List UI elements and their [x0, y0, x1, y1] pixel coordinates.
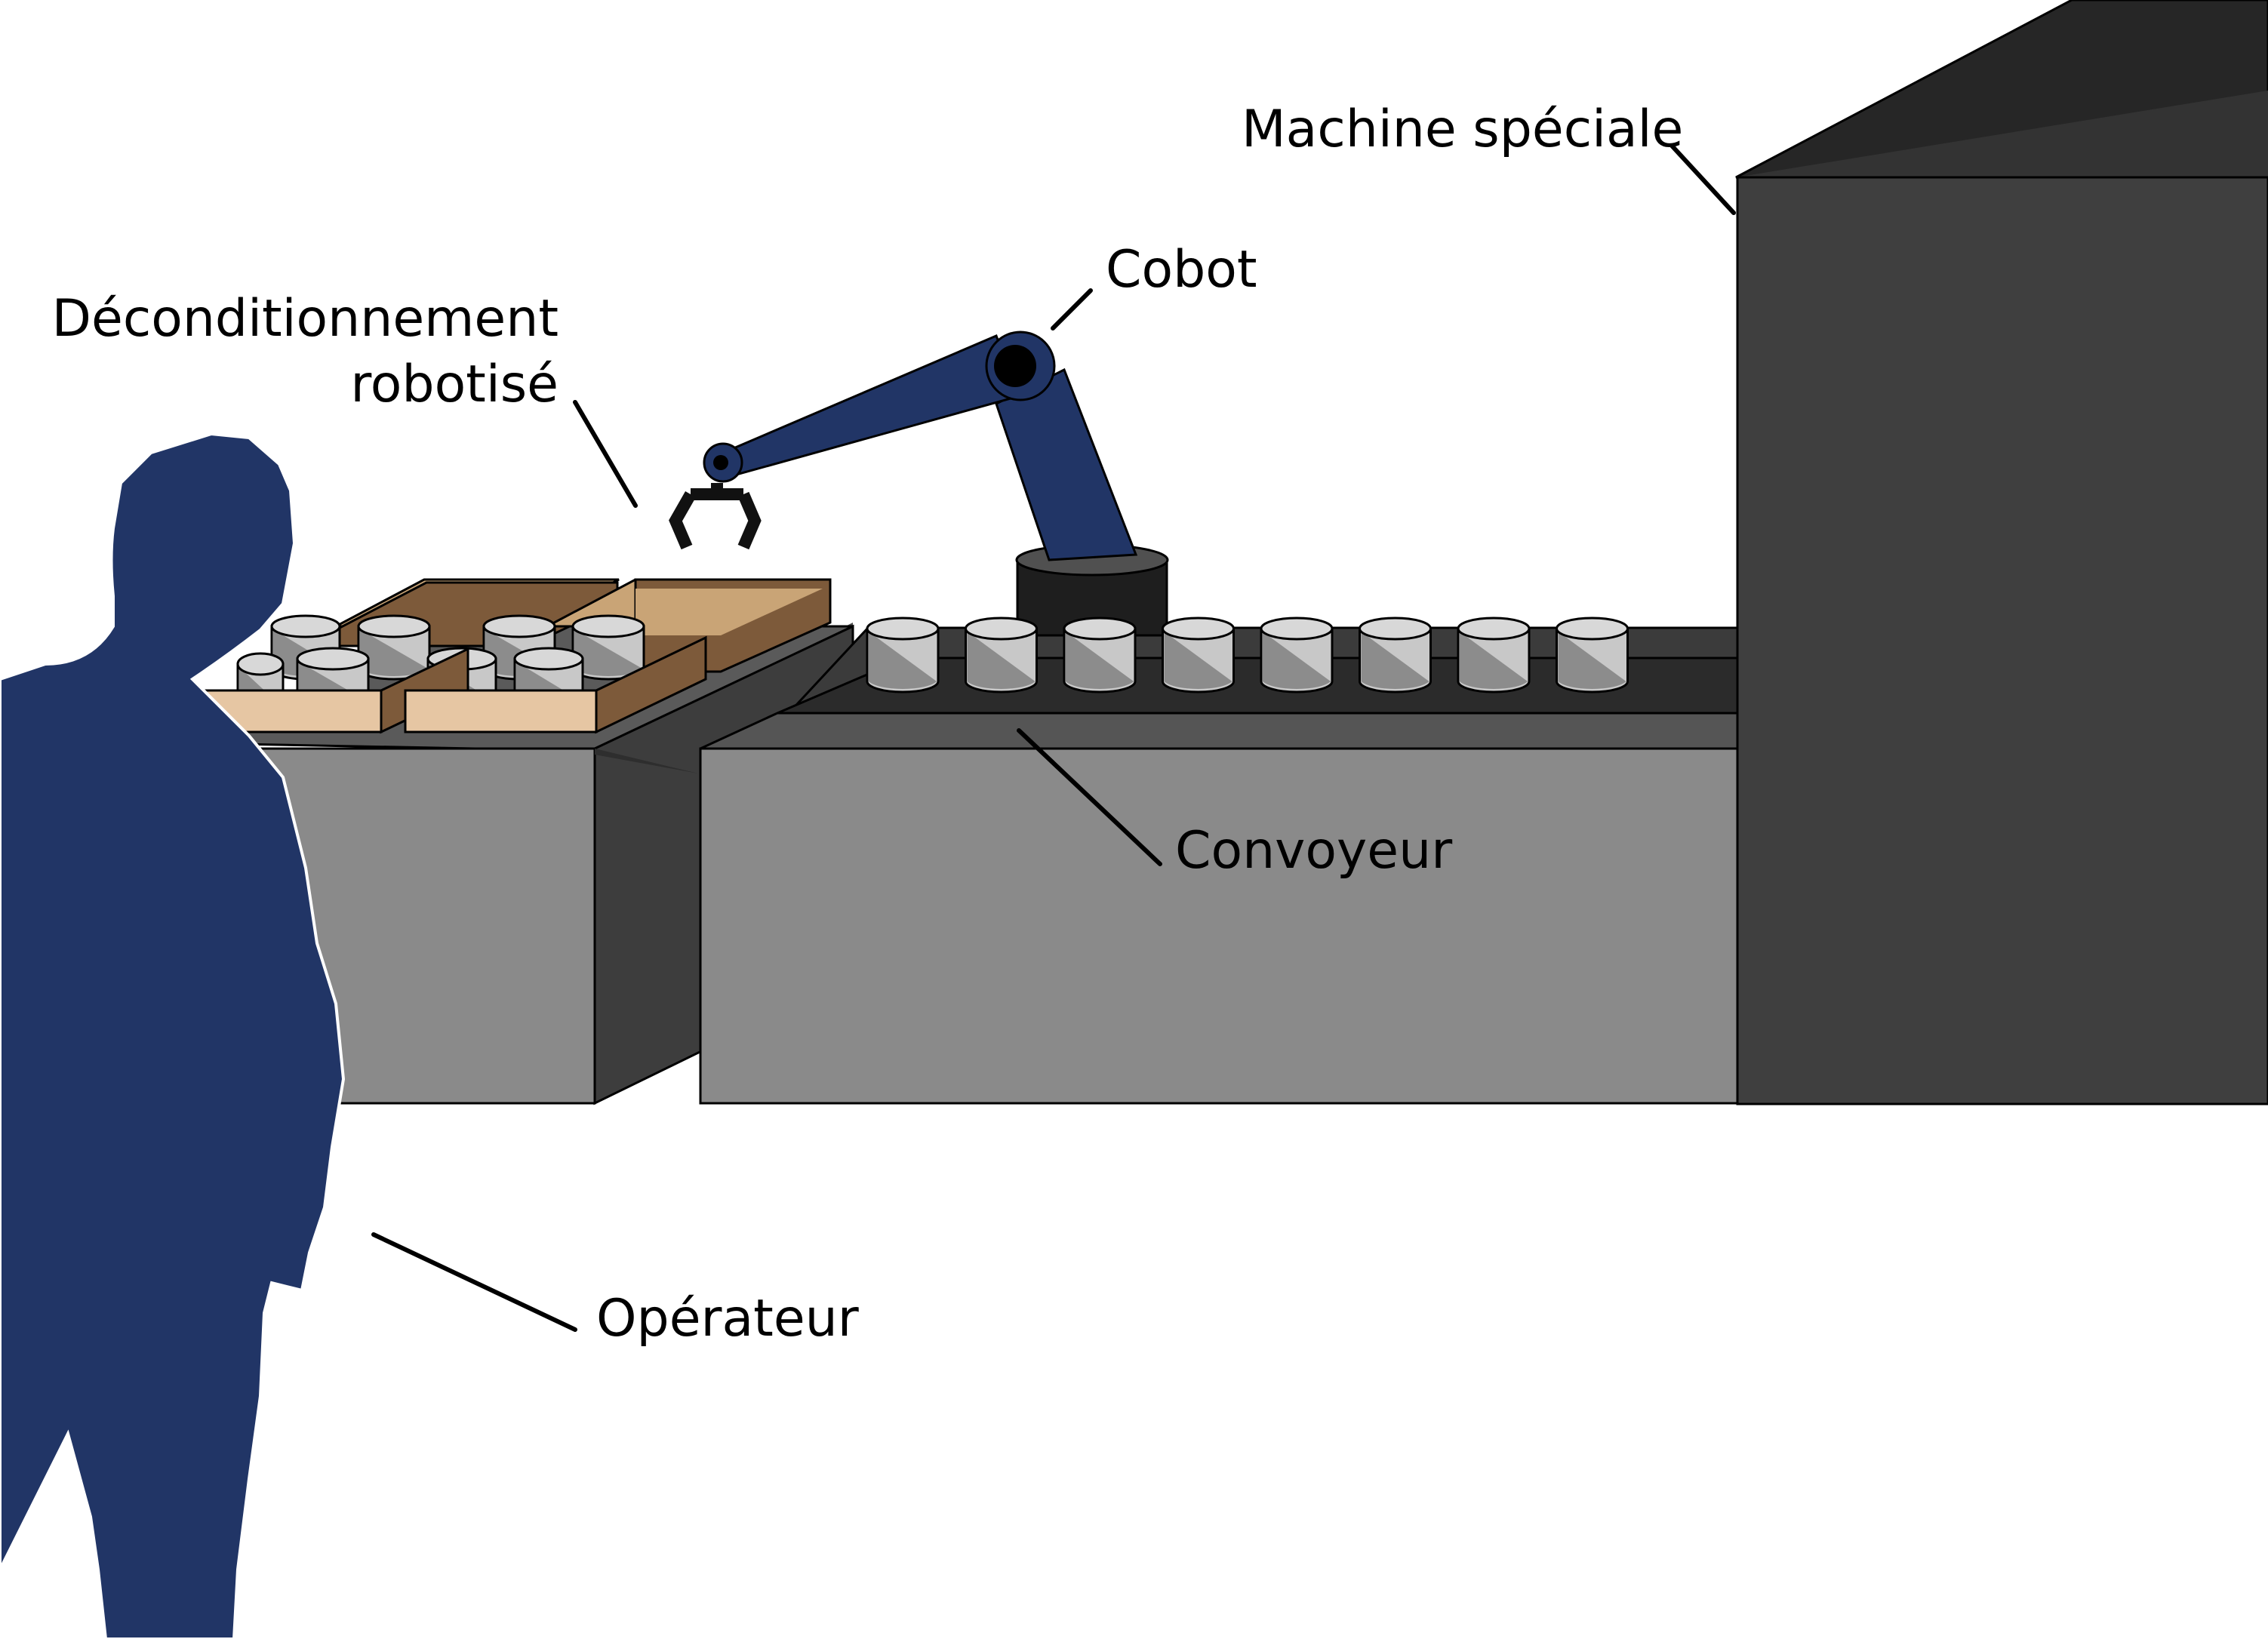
conveyor-can	[965, 617, 1038, 693]
label-operator: Opérateur	[596, 1289, 859, 1348]
cobot-arm	[669, 331, 1138, 561]
special-machine-roof-shade	[1736, 91, 2268, 177]
conveyor-front	[699, 747, 1739, 1105]
label-depalletizing-line1: Déconditionnement	[52, 289, 559, 349]
cardboard-trays	[191, 578, 832, 734]
conveyor-can	[1063, 617, 1137, 693]
leader-conveyor	[1017, 728, 1162, 866]
conveyor-can	[1162, 617, 1235, 693]
cobot-gripper	[669, 483, 762, 550]
conveyor-can	[1556, 617, 1629, 693]
conveyor-can	[1260, 617, 1334, 693]
leader-depalletizing	[573, 400, 638, 508]
conveyor-can	[866, 617, 940, 693]
cobot-upper-arm	[721, 334, 1020, 477]
label-conveyor: Convoyeur	[1175, 821, 1452, 881]
label-special-machine: Machine spéciale	[1242, 100, 1683, 159]
leader-special-machine	[1669, 143, 1736, 215]
label-cobot: Cobot	[1106, 240, 1257, 300]
conveyor-can	[1359, 617, 1432, 693]
conveyor-top	[700, 712, 1739, 750]
table-side-shadow	[595, 749, 698, 773]
tray-back-right-floor	[635, 589, 823, 635]
label-depalletizing-line2: robotisé	[350, 355, 559, 414]
leader-operator	[371, 1232, 577, 1332]
special-machine	[1735, 0, 2268, 1105]
cobot-wrist-axis	[713, 455, 728, 470]
leader-cobot	[1051, 288, 1093, 331]
conveyor-can	[1457, 617, 1531, 693]
conveyor-cans	[866, 617, 1629, 693]
tray-front-right	[404, 689, 598, 733]
operator-silhouette	[0, 432, 346, 1639]
tray-can	[357, 614, 431, 681]
special-machine-body	[1736, 176, 2268, 1105]
cobot-shoulder-axis	[994, 345, 1036, 387]
